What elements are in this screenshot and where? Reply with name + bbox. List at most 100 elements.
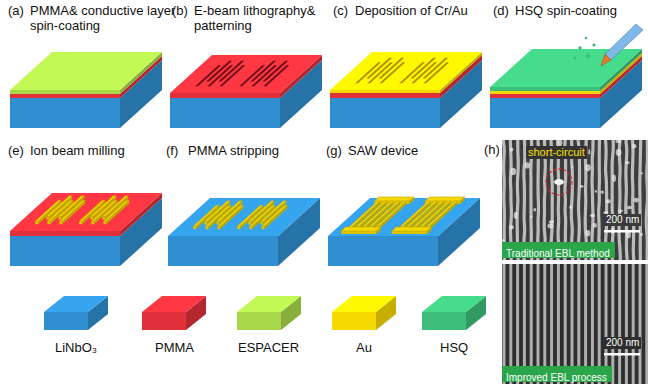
electrode-front xyxy=(261,226,264,229)
swatch-front xyxy=(332,312,376,330)
trench xyxy=(378,58,404,79)
electrode-top xyxy=(261,205,287,226)
electrode-front xyxy=(102,217,105,220)
electrode-top xyxy=(375,201,406,227)
panel-letter: (e) xyxy=(8,143,24,158)
electrode-side xyxy=(61,196,84,220)
trench xyxy=(218,61,244,82)
layer-top xyxy=(330,52,482,90)
sem-grain xyxy=(632,144,637,148)
layer-front xyxy=(170,93,280,98)
trench xyxy=(367,62,393,83)
droplet xyxy=(592,43,595,46)
swatch-top xyxy=(237,296,301,312)
swatch-top xyxy=(142,296,206,312)
step-title: Ion beam milling xyxy=(30,143,125,158)
swatch-front xyxy=(44,312,88,330)
sem-line xyxy=(639,264,642,384)
sem-grain xyxy=(585,164,591,171)
layer-top xyxy=(170,55,322,93)
electrode-front xyxy=(90,217,93,220)
trench xyxy=(251,65,277,86)
sem-grain xyxy=(510,168,516,175)
sem-grain xyxy=(547,223,553,228)
electrode-front xyxy=(46,217,49,220)
electrode-front xyxy=(47,221,50,224)
trench xyxy=(423,62,449,83)
step-title: Deposition of Cr/Au xyxy=(355,3,468,18)
layer-front xyxy=(328,236,438,266)
electrode-side xyxy=(372,201,401,230)
sem-grain xyxy=(585,230,590,236)
electrode-front xyxy=(58,217,61,220)
sem-grain xyxy=(625,161,630,164)
layer-front xyxy=(330,90,440,93)
sem-grain xyxy=(600,191,604,194)
sem-line xyxy=(632,140,633,260)
step-title: HSQ spin-coating xyxy=(515,3,617,18)
step-title: PMMA stripping xyxy=(188,143,279,158)
sem-line xyxy=(645,264,648,384)
swatch-front xyxy=(142,312,186,330)
legend-swatch xyxy=(420,292,490,332)
layer-top xyxy=(328,198,480,236)
panel-a-block xyxy=(10,52,162,128)
trench xyxy=(207,65,233,86)
defect-circle xyxy=(546,169,572,195)
panel-e-block xyxy=(10,193,162,266)
electrode-front xyxy=(79,221,82,224)
electrode-front xyxy=(35,221,38,224)
legend-swatch xyxy=(140,292,210,332)
electrode-front xyxy=(260,222,263,225)
electrode-front xyxy=(205,226,208,229)
sem-grain xyxy=(593,223,597,228)
swatch-front xyxy=(422,312,466,330)
layer-front xyxy=(170,98,280,128)
electrode-side xyxy=(219,201,242,225)
tag-text: Traditional EBL method xyxy=(506,247,610,260)
legend-label: Au xyxy=(356,340,372,355)
electrode-side xyxy=(105,196,128,220)
sem-grain xyxy=(510,147,513,151)
tag-text: Improved EBL process xyxy=(506,371,607,384)
droplet xyxy=(586,54,590,58)
electrode-top xyxy=(217,205,243,226)
electrode-side xyxy=(429,201,458,230)
trench xyxy=(219,65,245,86)
sem-grain xyxy=(588,149,590,155)
sem-grain xyxy=(615,140,621,143)
sem-grain xyxy=(595,190,597,193)
sem-image xyxy=(502,140,648,260)
scale-bar xyxy=(604,230,640,233)
trench xyxy=(422,58,448,79)
scale-label: 200 nm xyxy=(604,214,641,226)
electrode-front xyxy=(193,226,196,229)
sem-grain xyxy=(640,172,643,174)
step-title: E-beam lithography& patterning xyxy=(194,3,336,33)
panel-letter: (g) xyxy=(326,143,342,158)
panel-g-block xyxy=(328,197,480,266)
panel-letter: (a) xyxy=(8,3,24,18)
electrode-front xyxy=(204,222,207,225)
method-tag: Improved EBL process xyxy=(502,366,612,382)
legend-label: HSQ xyxy=(440,340,468,355)
droplet xyxy=(585,37,588,40)
electrode-side xyxy=(422,201,451,230)
trench xyxy=(411,62,437,83)
sem-grain xyxy=(606,199,611,203)
layer-front xyxy=(330,98,440,128)
scale-label: 200 nm xyxy=(604,337,641,349)
short-bridge xyxy=(554,179,564,185)
pipette-body xyxy=(605,24,643,60)
electrode-top xyxy=(392,227,432,231)
layer-front xyxy=(490,98,600,128)
sem-grain xyxy=(634,198,639,203)
sem-grain xyxy=(640,233,643,236)
electrode-front xyxy=(249,226,252,229)
sem-grain xyxy=(549,221,555,224)
trench xyxy=(379,62,405,83)
layer-front xyxy=(490,94,600,98)
layer-top xyxy=(168,198,320,236)
trench xyxy=(195,65,221,86)
